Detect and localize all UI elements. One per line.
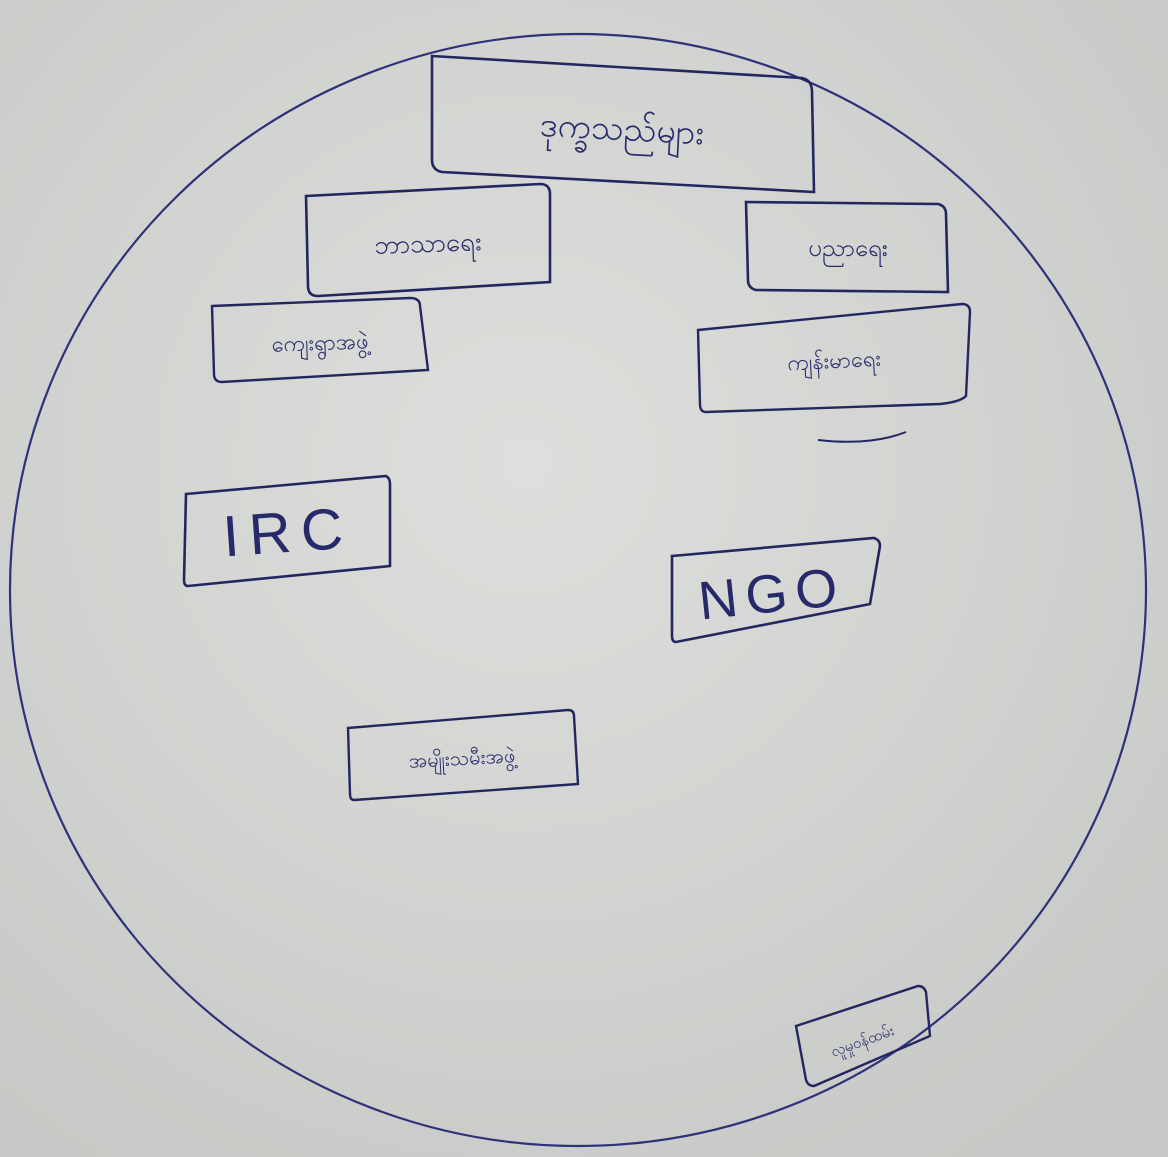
- box-upper-right: ပညာရေး: [744, 200, 950, 294]
- box-irc: IRC: [182, 474, 392, 588]
- box-upper-right-label: ပညာရေး: [808, 234, 888, 267]
- outer-circle: [8, 32, 1148, 1148]
- box-irc-label: IRC: [221, 496, 355, 570]
